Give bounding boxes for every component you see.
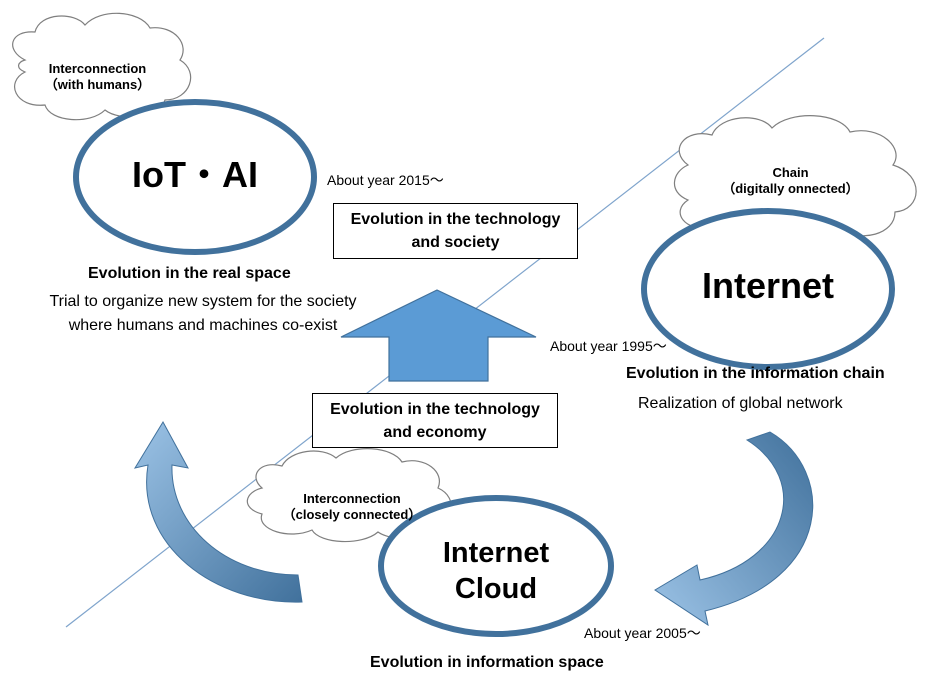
cloud-chain-text: Chain （digitally onnected） <box>688 165 893 197</box>
box-economy-line2: and economy <box>383 423 487 441</box>
cloud-chain-line2: （digitally onnected） <box>722 181 859 196</box>
cloud-iot-line2: （with humans） <box>44 77 151 92</box>
year-2015-label: About year 2015～ <box>327 172 444 188</box>
curved-arrow-left <box>133 420 303 603</box>
box-technology-society: Evolution in the technology and society <box>333 203 578 259</box>
up-arrow <box>340 289 537 382</box>
year-2005-label: About year 2005～ <box>584 625 701 641</box>
cloud-closely-text: Interconnection （closely connected） <box>262 491 442 523</box>
iot-ai-ring <box>73 99 317 255</box>
information-space-heading: Evolution in information space <box>370 654 604 671</box>
cloud-chain-line1: Chain <box>772 165 809 180</box>
real-space-heading: Evolution in the real space <box>88 265 291 282</box>
iot-ai-title: IoT・AI <box>132 154 258 195</box>
box-society-line2: and society <box>411 234 500 251</box>
cloud-iot-text: Interconnection （with humans） <box>10 61 185 93</box>
information-chain-description: Realization of global network <box>638 395 843 412</box>
box-society-line1: Evolution in the technology <box>350 211 561 228</box>
cloud-title-line2: Cloud <box>454 573 538 605</box>
internet-ring <box>641 208 895 370</box>
cloud-closely-line1: Interconnection <box>303 491 401 506</box>
cloud-ring <box>378 495 614 637</box>
information-chain-heading: Evolution in the information chain <box>626 365 885 382</box>
box-economy-line1: Evolution in the technology <box>330 400 540 418</box>
cloud-title-line1: Internet <box>442 537 550 569</box>
cloud-interconnection-humans <box>12 12 192 121</box>
cloud-closely-line2: （closely connected） <box>282 507 422 522</box>
real-space-description: Trial to organize new system for the soc… <box>22 290 384 338</box>
real-space-desc-line2: where humans and machines co-exist <box>68 317 338 334</box>
curved-arrow-right <box>654 431 814 627</box>
box-technology-economy: Evolution in the technology and economy <box>312 393 558 448</box>
cloud-iot-line1: Interconnection <box>48 61 147 76</box>
internet-title: Internet <box>701 265 834 306</box>
cloud-title: Internet Cloud <box>396 535 596 607</box>
real-space-desc-line1: Trial to organize new system for the soc… <box>49 293 357 310</box>
year-1995-label: About year 1995～ <box>550 338 667 354</box>
